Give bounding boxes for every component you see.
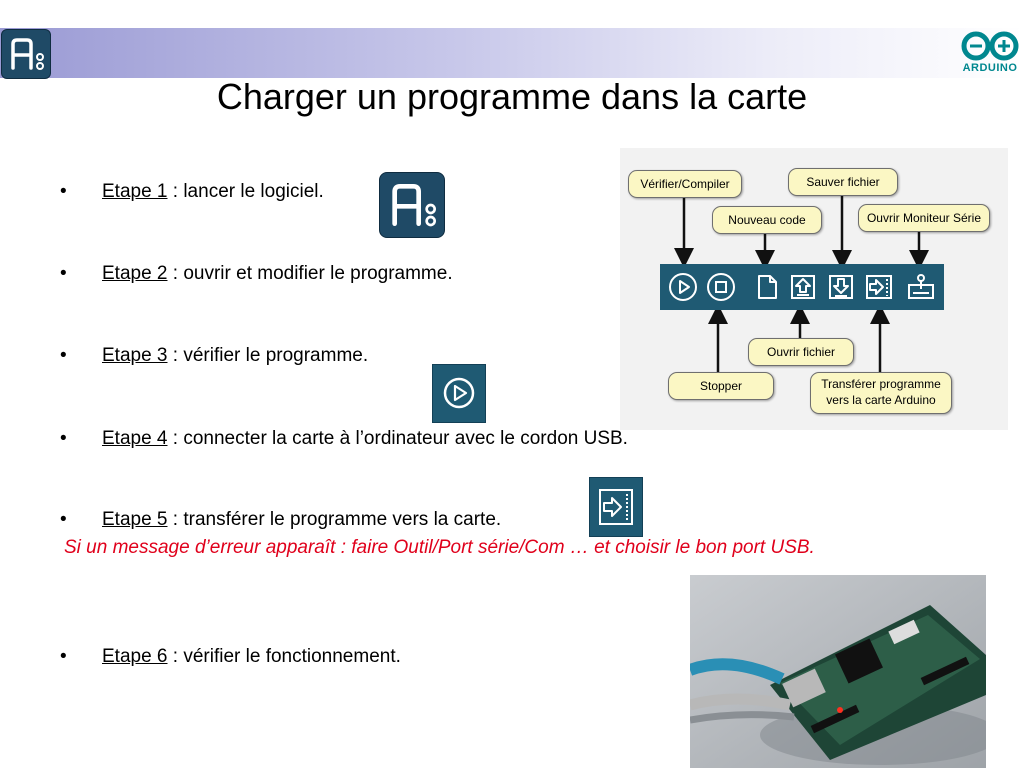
bullet-dot: • — [60, 428, 67, 449]
arduino-app-icon — [1, 29, 51, 79]
callout-arrows — [674, 196, 929, 374]
callout-upload-line1: Transférer programme — [821, 377, 941, 391]
step-6: • Etape 6 : vérifier le fonctionnement. — [60, 646, 401, 668]
callout-new: Nouveau code — [712, 206, 822, 234]
save-file-icon — [829, 275, 853, 299]
step-text: : connecter la carte à l’ordinateur avec… — [167, 428, 628, 449]
step-label: Etape 3 — [102, 345, 168, 366]
step-3: • Etape 3 : vérifier le programme. — [60, 345, 368, 367]
callout-save: Sauver fichier — [788, 168, 898, 196]
step-text: : lancer le logiciel. — [167, 181, 324, 202]
bullet-dot: • — [60, 345, 67, 366]
callout-stop: Stopper — [668, 372, 774, 400]
step-2: • Etape 2 : ouvrir et modifier le program… — [60, 263, 453, 285]
error-note: Si un message d’erreur apparaît : faire … — [64, 537, 815, 558]
toolbar — [660, 264, 944, 310]
arduino-brand-text: ARDUINO — [962, 62, 1018, 74]
bullet-dot: • — [60, 181, 67, 202]
page-title: Charger un programme dans la carte — [216, 76, 808, 117]
step-4: • Etape 4 : connecter la carte à l’ordina… — [60, 428, 628, 450]
arduino-board-photo — [690, 575, 986, 768]
verify-icon — [432, 364, 486, 423]
step-1: • Etape 1 : lancer le logiciel. — [60, 181, 324, 203]
step-text: : transférer le programme vers la carte. — [167, 509, 502, 530]
callout-monitor: Ouvrir Moniteur Série — [858, 204, 990, 232]
bullet-dot: • — [60, 263, 67, 284]
arduino-app-icon — [379, 172, 445, 238]
header-band — [0, 28, 1024, 78]
upload-icon — [589, 477, 643, 537]
open-file-icon — [791, 275, 815, 299]
step-label: Etape 5 — [102, 509, 168, 530]
callout-verify: Vérifier/Compiler — [628, 170, 742, 198]
step-label: Etape 2 — [102, 263, 168, 284]
step-text: : vérifier le programme. — [167, 345, 369, 366]
bullet-dot: • — [60, 509, 67, 530]
new-file-icon — [758, 275, 777, 299]
verify-icon — [669, 273, 697, 301]
step-5: • Etape 5 : transférer le programme vers … — [60, 509, 501, 531]
step-text: : vérifier le fonctionnement. — [167, 646, 401, 667]
callout-upload: Transférer programme vers la carte Ardui… — [810, 372, 952, 414]
bullet-dot: • — [60, 646, 67, 667]
step-label: Etape 1 — [102, 181, 168, 202]
serial-monitor-icon — [908, 274, 934, 299]
upload-icon — [866, 275, 892, 299]
arduino-brand-logo: ARDUINO — [958, 30, 1022, 76]
toolbar-diagram: Vérifier/Compiler Sauver fichier Nouveau… — [620, 148, 1008, 430]
step-label: Etape 6 — [102, 646, 168, 667]
callout-upload-line2: vers la carte Arduino — [826, 393, 936, 407]
callout-open: Ouvrir fichier — [748, 338, 854, 366]
step-label: Etape 4 — [102, 428, 168, 449]
step-text: : ouvrir et modifier le programme. — [167, 263, 453, 284]
stop-icon — [707, 273, 735, 301]
